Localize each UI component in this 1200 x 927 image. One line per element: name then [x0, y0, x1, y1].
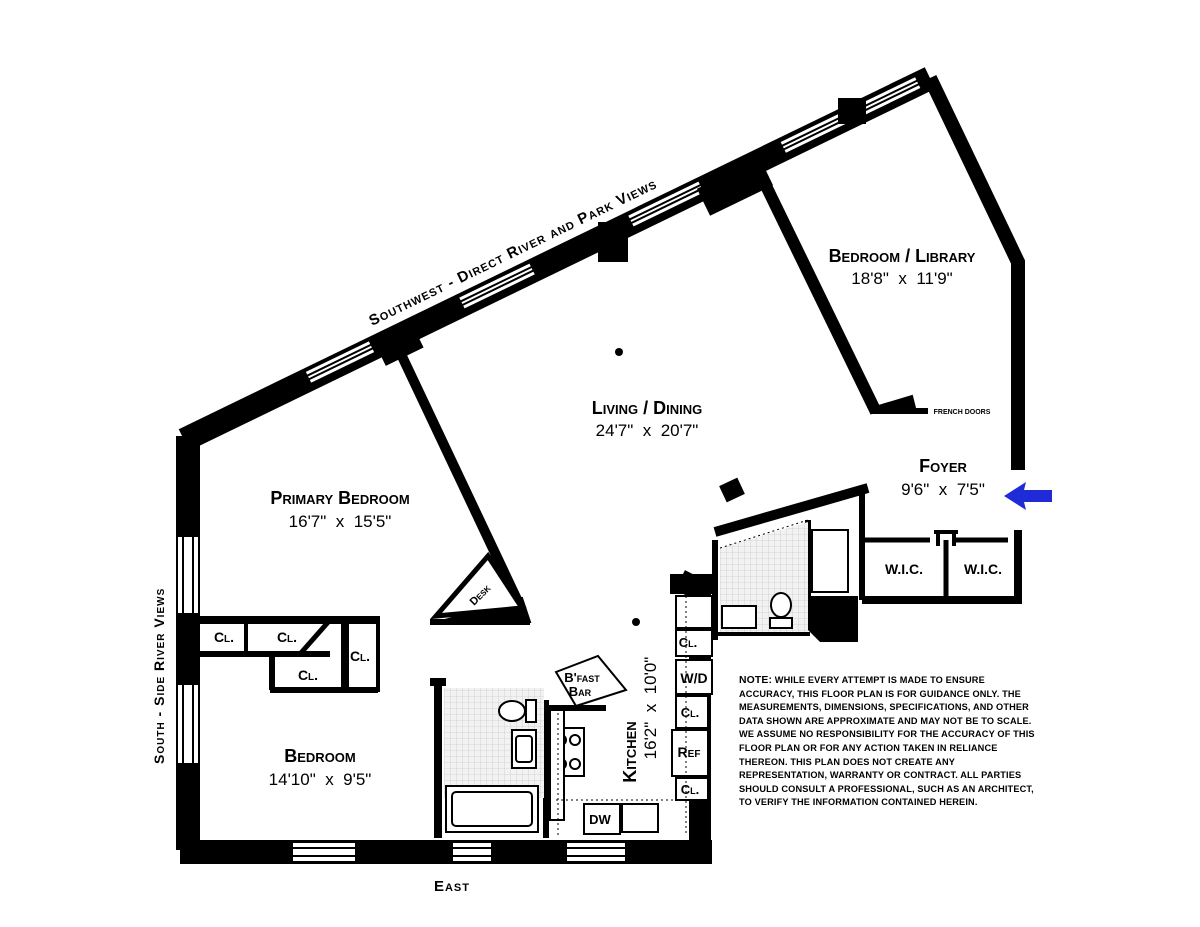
southwest-windows	[303, 74, 923, 386]
closet-label-kitchen-2: Cl.	[681, 705, 700, 720]
closet-label-1: Cl.	[214, 629, 234, 645]
bedroom-library-name: Bedroom / Library	[829, 246, 976, 266]
note-text: While every attempt is made to ensure ac…	[739, 675, 1035, 808]
primary-bedroom-name: Primary Bedroom	[270, 488, 409, 508]
bedroom-library-dims: 18'8" x 11'9"	[851, 269, 952, 288]
column-dot	[615, 348, 623, 356]
column	[719, 477, 745, 503]
cabinet-outlines	[556, 519, 809, 836]
wall-masses	[670, 574, 858, 642]
living-dining-dims: 24'7" x 20'7"	[596, 421, 699, 440]
column-dot-kitchen	[632, 618, 640, 626]
closet-label-kitchen-3: Cl.	[681, 782, 700, 797]
west-windows	[176, 535, 200, 765]
closet-label-2: Cl.	[277, 629, 297, 645]
closet-label-3: Cl.	[350, 648, 370, 664]
wic-label-right: W.I.C.	[964, 561, 1002, 577]
bedroom-name: Bedroom	[284, 746, 356, 766]
disclaimer-note: Note: While every attempt is made to ens…	[739, 674, 1039, 810]
french-doors-label: FRENCH DOORS	[934, 409, 991, 416]
east-exposure-label: East	[434, 878, 470, 895]
wic-label-left: W.I.C.	[885, 561, 923, 577]
fixtures	[445, 529, 849, 835]
closet-label-4: Cl.	[298, 667, 318, 683]
wd-label: W/D	[680, 670, 707, 686]
east-windows	[291, 841, 627, 863]
living-dining-name: Living / Dining	[592, 398, 703, 418]
foyer-dims: 9'6" x 7'5"	[901, 480, 985, 499]
window-piers	[374, 98, 866, 366]
ref-label: Ref	[678, 744, 701, 760]
primary-bedroom-dims: 16'7" x 15'5"	[289, 512, 392, 531]
bedroom-dims: 14'10" x 9'5"	[269, 770, 372, 789]
dw-label: DW	[589, 812, 611, 827]
closet-label-kitchen-1: Cl.	[679, 635, 698, 650]
note-lead: Note:	[739, 675, 773, 686]
south-exposure-label: South - Side River Views	[151, 588, 167, 764]
bfast-bar-label-2: Bar	[569, 684, 592, 699]
entry-arrow-icon	[1004, 482, 1052, 510]
kitchen-name: Kitchen	[620, 721, 640, 782]
foyer-name: Foyer	[919, 456, 967, 476]
kitchen-dims: 16'2" x 10'0"	[641, 657, 660, 760]
bfast-bar-label-1: B'fast	[564, 670, 600, 685]
